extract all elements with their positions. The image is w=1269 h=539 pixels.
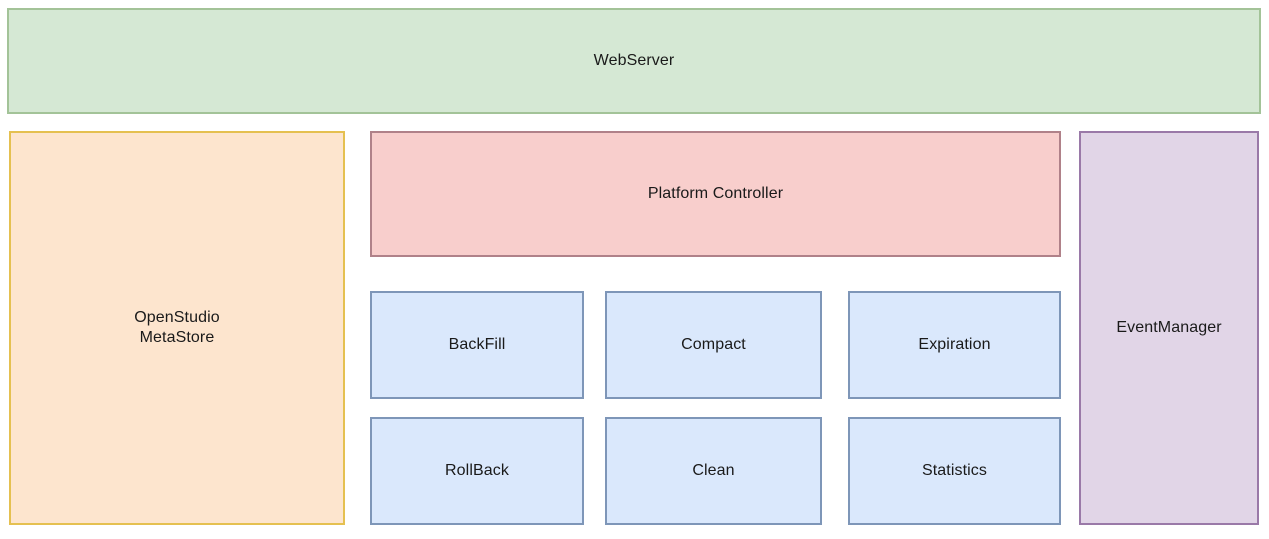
node-openstudio-metastore[interactable]: OpenStudio MetaStore bbox=[9, 131, 345, 525]
node-service-expiration-label: Expiration bbox=[918, 335, 991, 353]
node-service-compact[interactable]: Compact bbox=[605, 291, 822, 399]
node-service-compact-label: Compact bbox=[681, 335, 746, 353]
node-service-statistics[interactable]: Statistics bbox=[848, 417, 1061, 525]
node-service-clean-label: Clean bbox=[692, 461, 735, 479]
node-service-clean[interactable]: Clean bbox=[605, 417, 822, 525]
node-service-rollback-label: RollBack bbox=[445, 461, 509, 479]
node-platform-controller[interactable]: Platform Controller bbox=[370, 131, 1061, 257]
node-platform-controller-label: Platform Controller bbox=[647, 184, 784, 202]
node-eventmanager-label: EventManager bbox=[1116, 318, 1222, 336]
node-service-backfill[interactable]: BackFill bbox=[370, 291, 584, 399]
node-eventmanager[interactable]: EventManager bbox=[1079, 131, 1259, 525]
node-service-statistics-label: Statistics bbox=[921, 461, 987, 479]
node-service-rollback[interactable]: RollBack bbox=[370, 417, 584, 525]
node-webserver[interactable]: WebServer bbox=[7, 8, 1261, 114]
node-webserver-label: WebServer bbox=[593, 51, 675, 69]
node-service-backfill-label: BackFill bbox=[448, 335, 506, 353]
node-service-expiration[interactable]: Expiration bbox=[848, 291, 1061, 399]
node-openstudio-metastore-label: OpenStudio MetaStore bbox=[134, 308, 220, 346]
